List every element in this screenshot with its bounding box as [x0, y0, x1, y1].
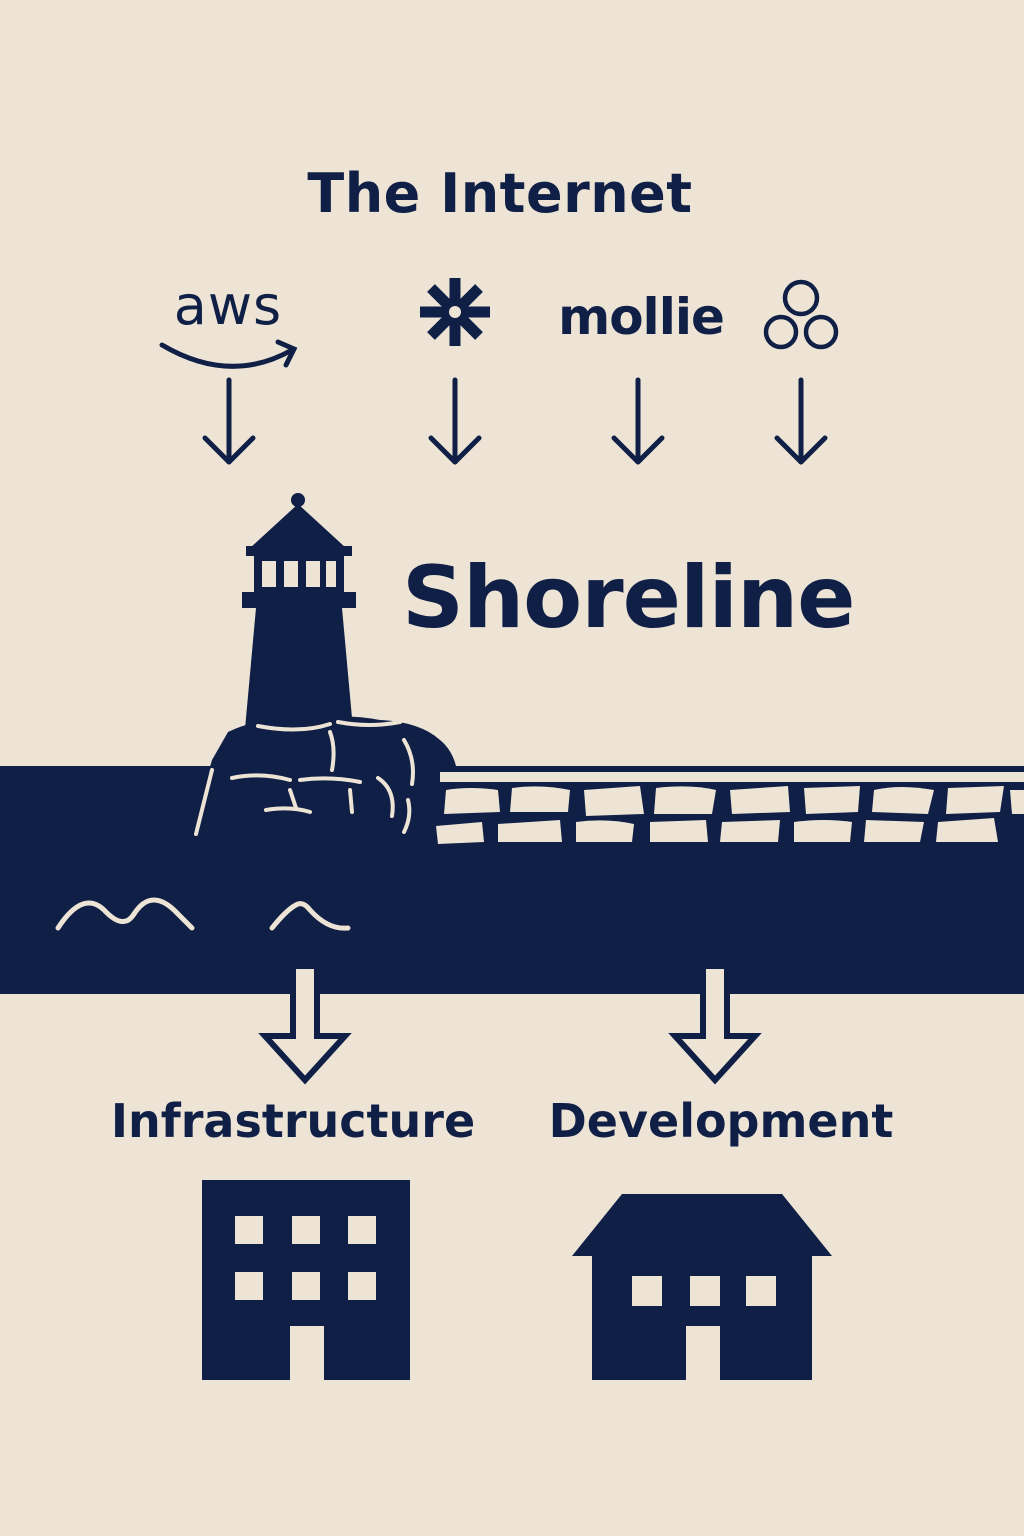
arrow-infrastructure-icon	[258, 963, 352, 1085]
internet-title: The Internet	[307, 162, 693, 225]
development-label: Development	[548, 1094, 894, 1148]
arrow-mollie-down-icon	[611, 377, 665, 465]
aws-logo-text: aws	[173, 274, 283, 337]
asterisk-icon	[420, 278, 490, 346]
aws-smile-icon	[159, 339, 298, 369]
arrow-asterisk-down-icon	[428, 377, 482, 465]
house-icon	[572, 1194, 832, 1380]
three-circles-icon	[763, 279, 839, 350]
infrastructure-label: Infrastructure	[110, 1094, 476, 1148]
provider-arrows	[202, 377, 828, 465]
arrow-development-icon	[668, 963, 762, 1085]
arrow-circles-down-icon	[774, 377, 828, 465]
rocks-icon	[186, 716, 459, 846]
arrow-aws-down-icon	[202, 377, 256, 465]
waves-icon	[55, 897, 351, 931]
lighthouse-icon	[242, 493, 356, 740]
mollie-logo-text: mollie	[558, 288, 725, 346]
stone-wall	[436, 772, 1024, 844]
destination-arrows	[258, 963, 762, 1085]
shoreline-title: Shoreline	[402, 548, 855, 648]
office-building-icon	[202, 1180, 410, 1380]
